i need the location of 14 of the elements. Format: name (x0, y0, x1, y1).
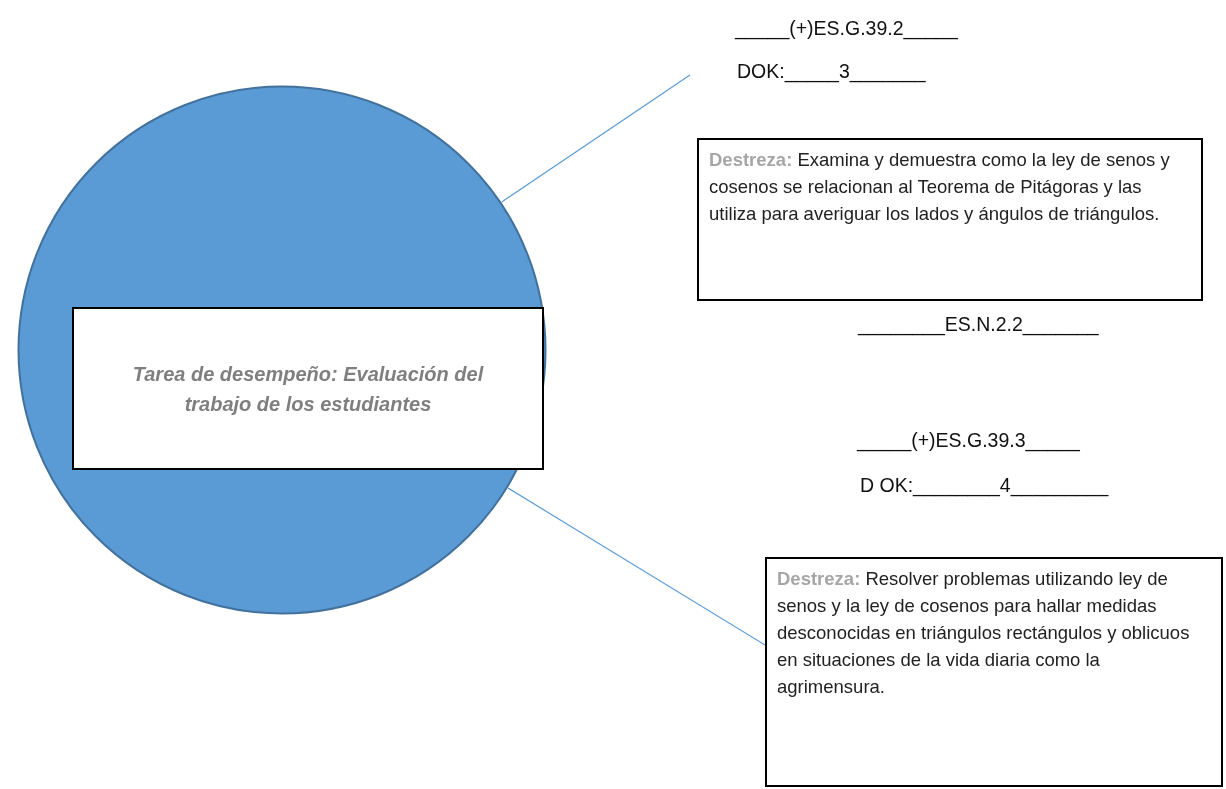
skill-description: Destreza: Examina y demuestra como la ley de senos y cosenos se relacionan al Teorema de Pitágoras y las utiliza para averiguar los lados y ángulos de triángulos. (709, 148, 1171, 226)
standard-code: D OK:________4_________ (860, 474, 1109, 497)
title-box (72, 307, 544, 470)
standard-code: _____(+)ES.G.39.3_____ (857, 429, 1080, 452)
leader-line (501, 74, 691, 203)
task-title: Tarea de desempeño: Evaluación del trabajo de los estudiantes (131, 361, 485, 417)
skill-description: Destreza: Resolver problemas utilizando ley de senos y la ley de cosenos para hallar medidas desconocidas en triángulos rectángulos y oblicuos en situaciones de la vida diaria como la agrimensura. (777, 567, 1191, 699)
standard-code: DOK:_____3_______ (737, 60, 926, 83)
circle-shape (17, 85, 547, 615)
leader-line (507, 487, 766, 646)
skill-box (765, 557, 1223, 787)
standard-code: _____(+)ES.G.39.2_____ (735, 17, 958, 40)
skill-box (697, 138, 1203, 301)
standard-code: ________ES.N.2.2_______ (858, 313, 1099, 336)
